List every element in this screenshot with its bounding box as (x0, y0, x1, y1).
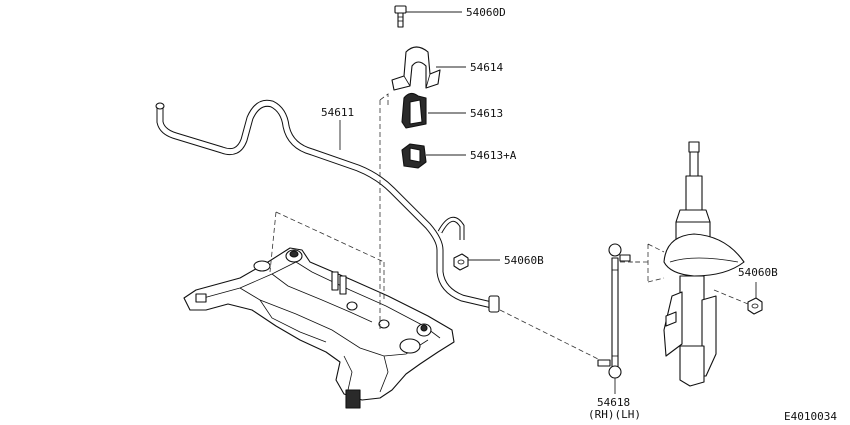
top-bolt (394, 5, 407, 28)
stabilizer-bar (155, 99, 500, 313)
label-stabilizer: 54611 (321, 106, 354, 119)
label-bracket: 54614 (470, 61, 503, 74)
label-bushing-a: 54613+A (470, 149, 517, 162)
label-nut-strut: 54060B (738, 266, 778, 279)
bushing-bracket (391, 46, 441, 91)
strut-nut (747, 297, 763, 315)
bushing (401, 92, 427, 129)
diagram-code: E4010034 (784, 410, 837, 423)
label-nut-link: 54060B (504, 254, 544, 267)
front-crossmember (183, 247, 455, 409)
front-strut (663, 141, 745, 387)
link-nut (453, 253, 469, 271)
label-bolt-top: 54060D (466, 6, 506, 19)
bushing-a (401, 143, 427, 169)
stabilizer-link (597, 243, 631, 379)
label-link: 54618 (597, 396, 630, 409)
label-bushing: 54613 (470, 107, 503, 120)
label-link-side: (RH)(LH) (588, 408, 641, 421)
